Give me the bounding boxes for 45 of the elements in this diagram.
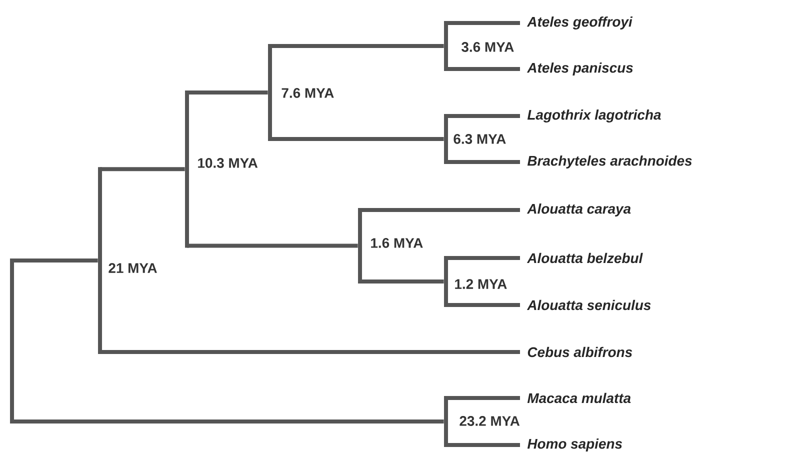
branch-bar xyxy=(444,396,448,447)
branch-bar xyxy=(444,114,448,164)
branch-line xyxy=(360,280,444,284)
species-name: Ateles paniscus xyxy=(526,62,633,76)
branch-line xyxy=(446,443,520,447)
divergence-time: 1.6 MYA xyxy=(371,238,423,248)
branch-line xyxy=(270,137,444,141)
branch-line xyxy=(446,396,520,400)
branch-bar xyxy=(185,90,189,248)
branch-line xyxy=(187,244,358,248)
branch-line xyxy=(270,44,444,48)
species-name: Alouatta caraya xyxy=(526,204,631,216)
branch-line xyxy=(100,167,185,172)
branch-line xyxy=(446,21,520,25)
branch-line xyxy=(187,90,268,94)
branch-bar xyxy=(444,256,448,307)
branch-bar xyxy=(10,258,14,424)
divergence-time: 21 MYA xyxy=(108,263,157,273)
branch-line xyxy=(12,420,444,424)
species-name: Brachyteles arachnoides xyxy=(527,156,692,168)
branch-line xyxy=(446,114,520,118)
divergence-time: 1.2 MYA xyxy=(455,279,507,289)
divergence-time: 7.6 MYA xyxy=(282,88,334,98)
branch-line xyxy=(360,208,520,212)
divergence-time: 10.3 MYA xyxy=(198,158,258,168)
divergence-time: 6.3 MYA xyxy=(454,134,506,144)
branch-line xyxy=(446,160,520,164)
species-name: Lagothrix lagotricha xyxy=(527,110,661,122)
species-name: Alouatta belzebul xyxy=(526,252,643,264)
species-name: Cebus albifrons xyxy=(528,346,632,358)
branch-line xyxy=(446,256,520,260)
species-name: Macaca mulatta xyxy=(527,392,631,404)
species-name: Alouatta seniculus xyxy=(526,300,651,310)
branch-line xyxy=(446,67,520,71)
species-name: Homo sapiens xyxy=(527,438,622,452)
species-name: Ateles geoffroyi xyxy=(526,16,633,30)
branch-line xyxy=(100,350,520,354)
branch-bar xyxy=(98,167,102,354)
branch-line xyxy=(446,303,520,307)
branch-bar xyxy=(268,44,272,141)
divergence-time: 23.2 MYA xyxy=(460,416,520,426)
divergence-time: 3.6 MYA xyxy=(462,42,514,52)
branch-bar xyxy=(358,208,362,284)
branch-line xyxy=(12,258,98,263)
branch-bar xyxy=(444,21,448,71)
